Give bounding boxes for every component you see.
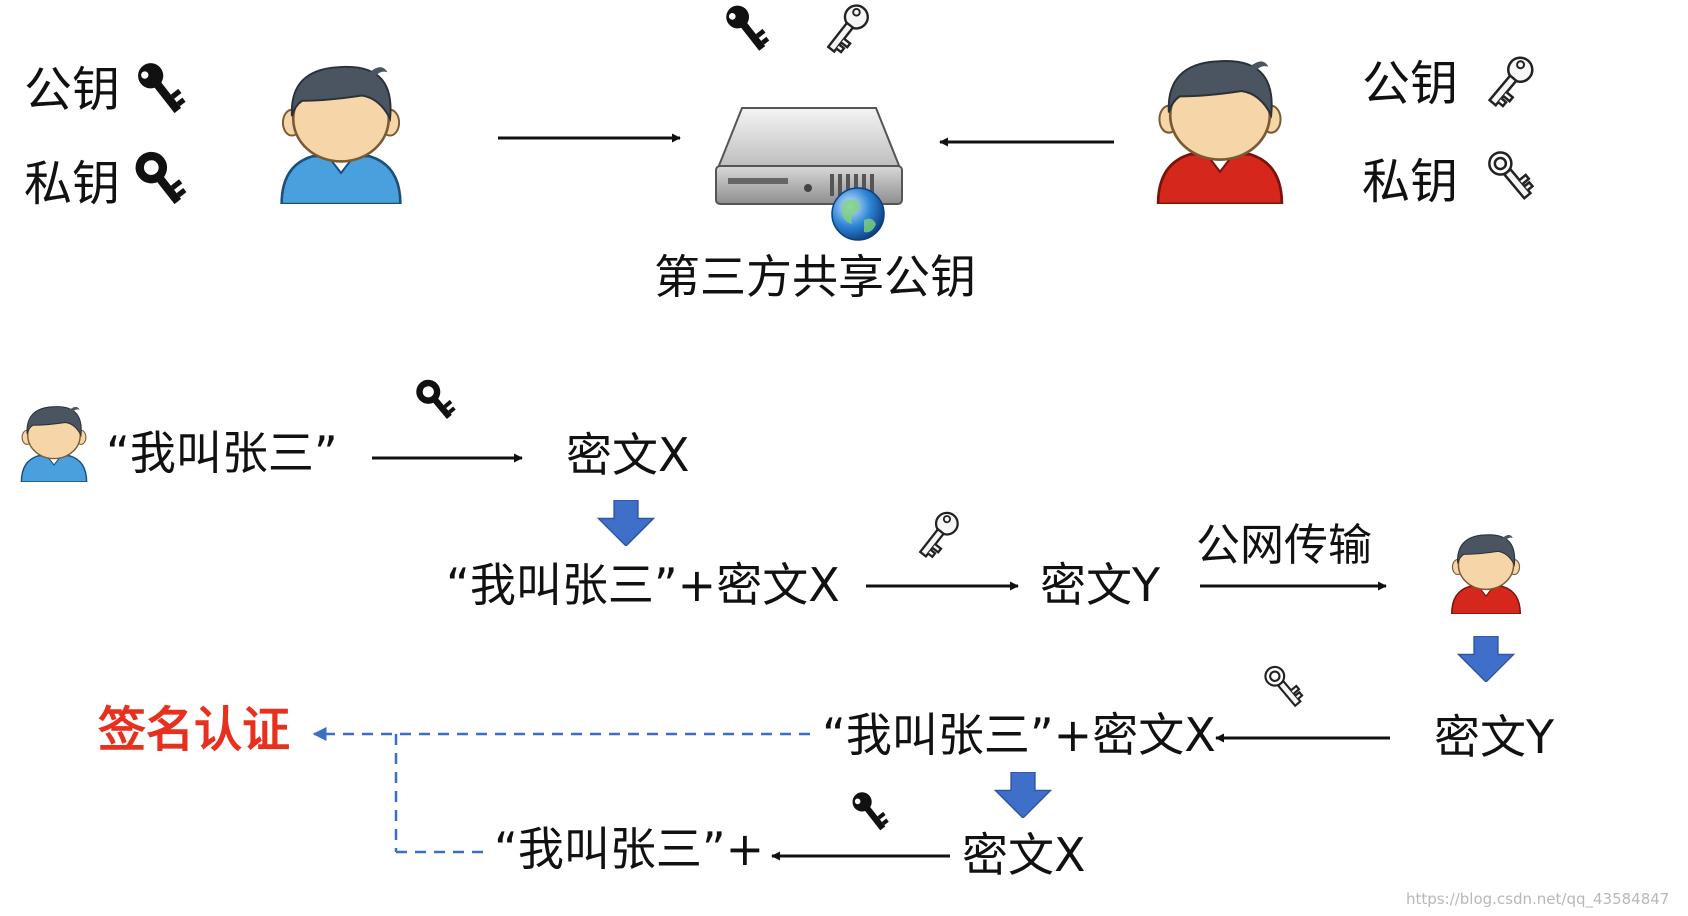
server-private-key-icon — [721, 0, 772, 56]
user-b-private-key-label: 私钥 — [1362, 154, 1459, 210]
decrypted-plus-x-label: “我叫张三”+密文X — [822, 708, 1216, 762]
watermark-text: https://blog.csdn.net/qq_43584847 — [1406, 890, 1670, 908]
down-arrow-1 — [597, 500, 655, 546]
server-icon — [715, 107, 903, 205]
user-a-public-key-icon — [132, 57, 189, 119]
server-label: 第三方共享公钥 — [654, 250, 976, 304]
signature-auth-label: 签名认证 — [98, 702, 291, 758]
decrypt-public-key-icon — [848, 787, 892, 835]
decrypt-private-key-icon — [1260, 661, 1307, 711]
encrypt-private-key-icon — [416, 378, 458, 423]
server-public-key-icon — [820, 0, 874, 58]
encrypt-public-key-icon — [913, 507, 964, 563]
plaintext-plus-x-label: “我叫张三”+密文X — [446, 558, 840, 612]
user-b-private-key-icon — [1483, 145, 1538, 205]
globe-continents — [842, 199, 876, 233]
final-plaintext-label: “我叫张三”+ — [494, 822, 765, 876]
down-arrow-3 — [994, 772, 1052, 818]
user-a-private-key-icon — [135, 149, 189, 208]
ciphertext-y-label: 密文Y — [1040, 558, 1161, 612]
plaintext-label: “我叫张三” — [106, 426, 338, 480]
user-a-avatar-icon — [280, 65, 402, 204]
received-ciphertext-y-label: 密文Y — [1434, 710, 1555, 764]
user-b-public-key-label: 公钥 — [1362, 56, 1459, 112]
public-network-label: 公网传输 — [1196, 520, 1372, 571]
user-b-avatar-icon — [1156, 59, 1284, 204]
user-a-public-key-label: 公钥 — [24, 62, 121, 118]
user-a-private-key-label: 私钥 — [24, 156, 121, 212]
down-arrow-2 — [1457, 636, 1515, 682]
receiver-avatar-icon — [1450, 534, 1522, 614]
sender-avatar-icon — [20, 405, 88, 482]
user-b-public-key-icon — [1482, 51, 1539, 112]
globe-icon — [831, 187, 885, 241]
ciphertext-x-label: 密文X — [566, 428, 690, 482]
final-ciphertext-x-label: 密文X — [962, 828, 1086, 882]
